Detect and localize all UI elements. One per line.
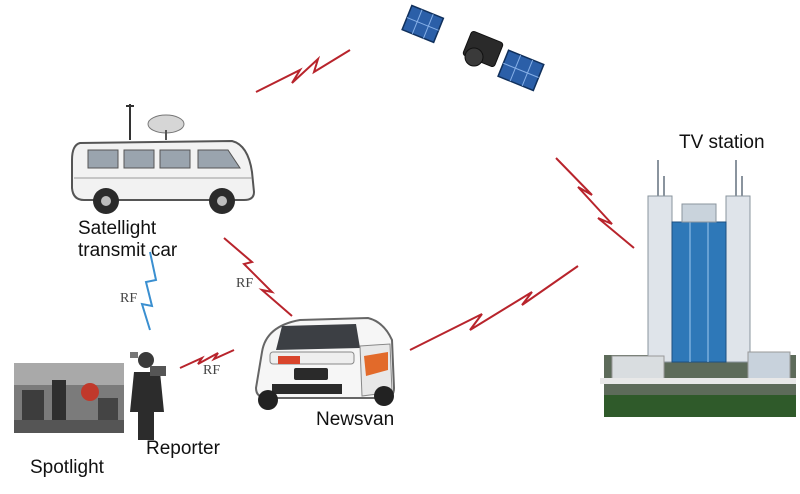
link-reporter-newsvan — [179, 349, 235, 369]
tv-station-building-icon — [600, 160, 796, 417]
rf-label-reporter-newsvan: RF — [203, 363, 221, 378]
satellite-car-label-line2: transmit car — [78, 240, 178, 261]
rf-label-car-reporter: RF — [120, 291, 138, 306]
link-car-reporter — [140, 251, 158, 331]
tv-station-label: TV station — [679, 132, 765, 153]
satellite-car-label-line1: Satellight — [78, 218, 157, 239]
reporter-label: Reporter — [146, 438, 220, 459]
rf-label-car-newsvan: RF — [236, 276, 254, 291]
spotlight-label: Spotlight — [30, 457, 104, 478]
newsvan-icon — [254, 316, 396, 410]
link-newsvan-tv-station — [409, 265, 579, 351]
link-car-newsvan — [223, 237, 293, 317]
link-satellite-tv-station — [555, 157, 635, 249]
newsvan-label: Newsvan — [316, 409, 395, 430]
satellite-transmit-car-icon — [71, 104, 256, 214]
spotlight-scene-icon — [14, 363, 124, 433]
link-car-satellite — [255, 49, 351, 93]
reporter-icon — [130, 352, 166, 440]
satellite-icon — [401, 4, 545, 92]
